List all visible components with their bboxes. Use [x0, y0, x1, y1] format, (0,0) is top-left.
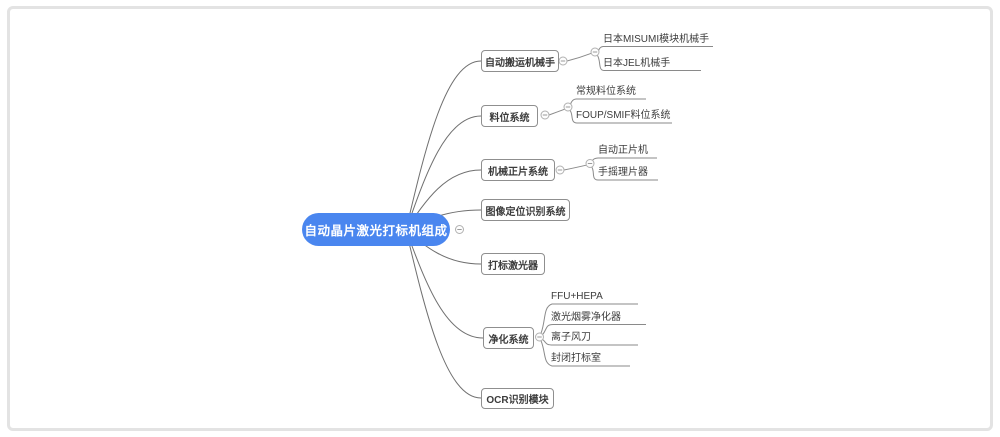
root-topic[interactable]: 自动晶片激光打标机组成: [302, 213, 450, 246]
link-branch3-fork: [563, 164, 587, 171]
link-branch3-child2: [591, 166, 658, 181]
link-branch1-child2: [597, 55, 701, 71]
branch-purification-system[interactable]: 净化系统: [483, 327, 534, 349]
leaf-misumi-robot[interactable]: 日本MISUMI模块机械手: [603, 33, 710, 45]
branch-transfer-robot[interactable]: 自动搬运机械手: [481, 50, 559, 72]
link-branch6-child4: [540, 340, 630, 367]
leaf-manual-aligner[interactable]: 手摇理片器: [598, 167, 648, 178]
collapse-button-branch3[interactable]: [555, 165, 565, 175]
leaf-enclosed-marking-chamber[interactable]: 封闭打标室: [551, 353, 601, 364]
link-branch2-child2: [569, 109, 672, 124]
link-branch6-child2: [542, 324, 646, 335]
link-branch2-child1: [570, 98, 646, 105]
branch-ocr-module[interactable]: OCR识别模块: [481, 388, 554, 409]
leaf-foup-smif-system[interactable]: FOUP/SMIF料位系统: [576, 110, 671, 121]
collapse-button-root[interactable]: [455, 225, 464, 234]
branch-image-positioning-system[interactable]: 图像定位识别系统: [481, 199, 570, 221]
branch-material-level-system[interactable]: 料位系统: [481, 105, 538, 127]
branch-mechanical-alignment-system[interactable]: 机械正片系统: [481, 159, 555, 181]
link-root-branch-1: [405, 60, 482, 231]
link-branch2-fork: [548, 108, 565, 116]
leaf-ion-air-knife[interactable]: 离子风刀: [551, 332, 591, 343]
leaf-laser-smoke-purifier[interactable]: 激光烟雾净化器: [551, 311, 621, 323]
link-branch1-fork: [566, 52, 592, 62]
leaf-standard-material-system[interactable]: 常规料位系统: [576, 86, 636, 97]
link-root-branch-2: [405, 115, 482, 231]
collapse-button-branch2[interactable]: [540, 110, 550, 120]
leaf-auto-aligner[interactable]: 自动正片机: [598, 145, 648, 156]
link-branch6-child1: [540, 303, 638, 334]
leaf-jel-robot[interactable]: 日本JEL机械手: [603, 57, 671, 69]
link-root-branch-6: [405, 229, 484, 339]
collapse-button-branch1-children[interactable]: [590, 47, 600, 57]
link-branch3-child1: [592, 157, 657, 161]
collapse-button-branch6[interactable]: [535, 332, 544, 342]
collapse-button-branch1[interactable]: [558, 56, 568, 66]
collapse-button-branch3-children[interactable]: [585, 159, 595, 168]
link-root-branch-7: [405, 229, 482, 399]
link-branch6-child3: [542, 339, 638, 346]
branch-marking-laser[interactable]: 打标激光器: [481, 253, 545, 275]
leaf-ffu-hepa[interactable]: FFU+HEPA: [551, 291, 603, 302]
link-branch1-child1: [598, 46, 713, 51]
collapse-button-branch2-children[interactable]: [563, 102, 573, 112]
